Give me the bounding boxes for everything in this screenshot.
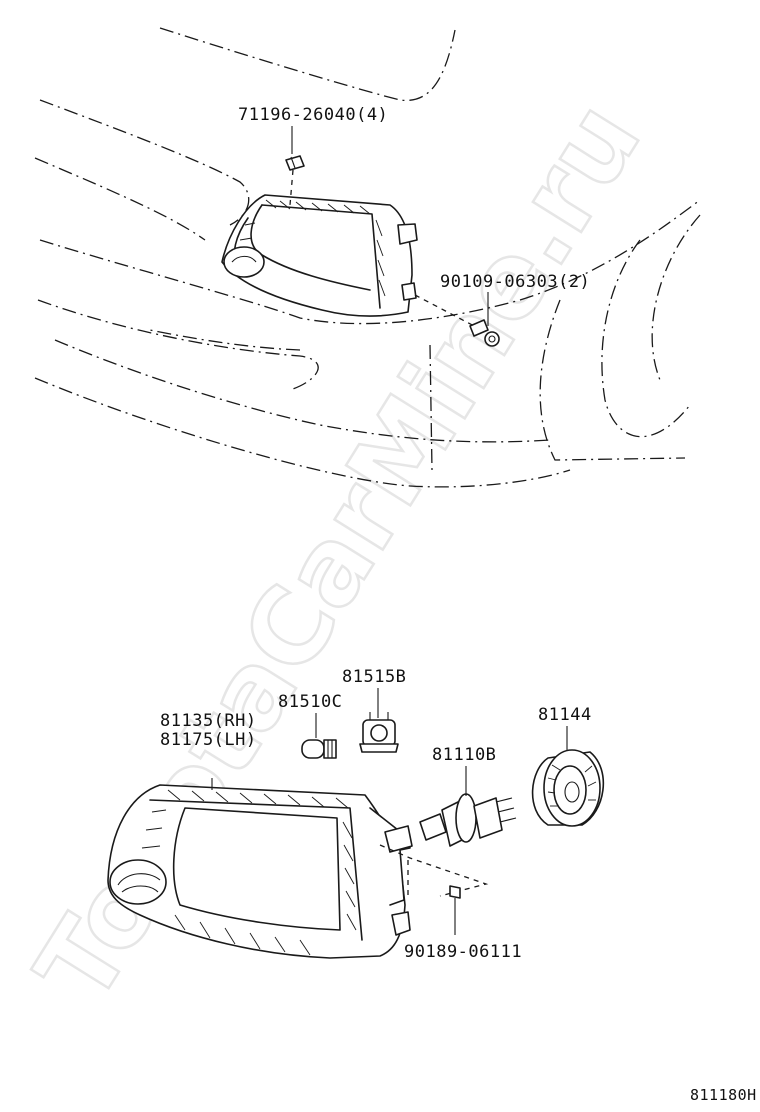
label-unit-rh: 81135(RH) — [160, 711, 257, 731]
diagram-code: 811180H — [690, 1086, 757, 1104]
bulb-main — [419, 793, 517, 847]
headlamp-installed — [221, 194, 418, 317]
headlamp-unit-exploded — [107, 778, 413, 959]
clip-fastener — [285, 155, 305, 206]
label-bulb-81110b: 81110B — [432, 745, 496, 765]
screw-fastener — [379, 844, 489, 935]
label-cover-81144: 81144 — [538, 705, 592, 725]
bulb-socket — [359, 712, 399, 753]
label-screw-90189: 90189-06111 — [404, 942, 522, 962]
bolt-fastener — [414, 294, 500, 347]
label-bulb-81510c: 81510C — [278, 692, 342, 712]
label-bolt-90109: 90109-06303(2) — [440, 272, 590, 292]
label-socket-81515b: 81515B — [342, 667, 406, 687]
vehicle-body-outline — [34, 27, 701, 488]
dust-cover — [531, 749, 605, 827]
label-clip-71196: 71196-26040(4) — [238, 105, 388, 125]
bulb-small — [301, 739, 337, 759]
label-unit-lh: 81175(LH) — [160, 730, 257, 750]
